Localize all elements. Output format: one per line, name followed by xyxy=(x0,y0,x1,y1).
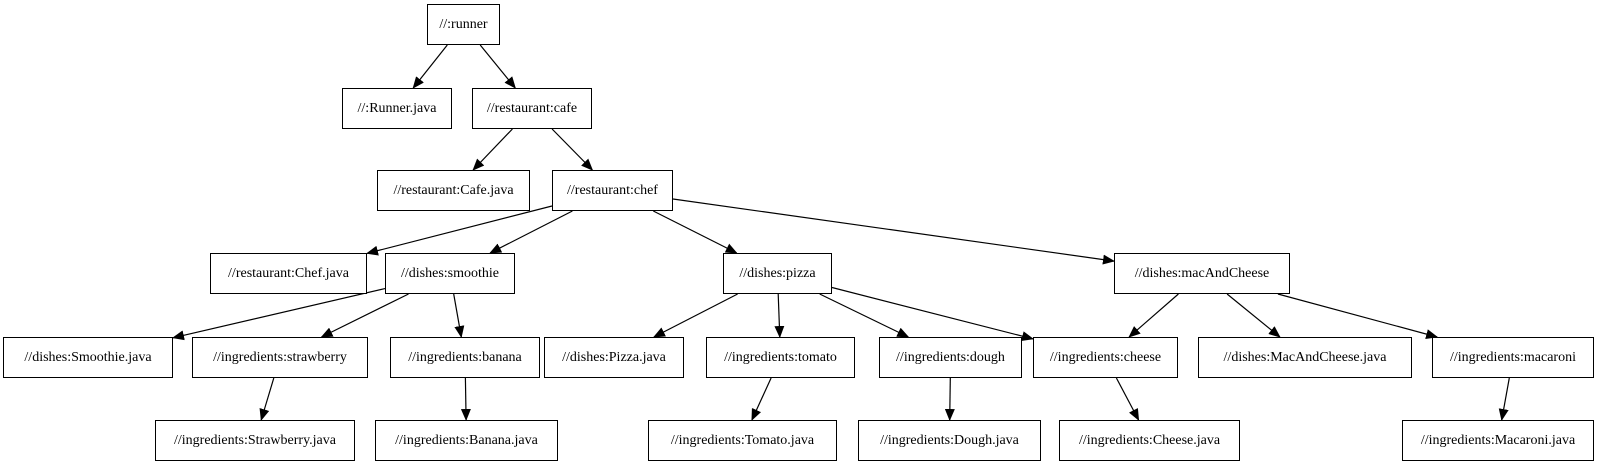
graph-node-dough: //ingredients:dough xyxy=(879,337,1022,378)
graph-node-mac_and_cheese: //dishes:macAndCheese xyxy=(1114,253,1290,294)
graph-node-macaroni: //ingredients:macaroni xyxy=(1432,337,1594,378)
edge-smoothie-to-strawberry xyxy=(320,293,409,338)
graph-node-smoothie: //dishes:smoothie xyxy=(385,253,515,294)
edge-group xyxy=(172,44,1510,421)
edge-smoothie-to-smoothie_java xyxy=(172,288,386,341)
edge-cheese-to-cheese_java xyxy=(1115,377,1140,421)
edge-smoothie-to-banana xyxy=(453,293,465,338)
graph-node-cheese_java: //ingredients:Cheese.java xyxy=(1059,420,1240,461)
graph-node-smoothie_java: //dishes:Smoothie.java xyxy=(3,337,173,378)
edge-cafe-to-cafe_java xyxy=(472,128,513,171)
edge-banana-to-banana_java xyxy=(460,377,471,421)
edge-runner-to-cafe xyxy=(479,44,516,89)
edge-chef-to-smoothie xyxy=(489,210,573,254)
graph-node-tomato_java: //ingredients:Tomato.java xyxy=(648,420,837,461)
edge-mac_and_cheese-to-macaroni xyxy=(1277,293,1439,339)
edge-pizza-to-cheese xyxy=(831,286,1034,342)
graph-node-tomato: //ingredients:tomato xyxy=(706,337,855,378)
edge-chef-to-chef_java xyxy=(366,205,553,256)
edge-pizza-to-tomato xyxy=(774,293,785,338)
graph-node-dough_java: //ingredients:Dough.java xyxy=(858,420,1041,461)
graph-node-cheese: //ingredients:cheese xyxy=(1033,337,1178,378)
graph-node-strawberry_java: //ingredients:Strawberry.java xyxy=(155,420,355,461)
graph-node-macaroni_java: //ingredients:Macaroni.java xyxy=(1402,420,1594,461)
graph-node-pizza: //dishes:pizza xyxy=(723,253,832,294)
edge-chef-to-pizza xyxy=(653,210,738,254)
edge-strawberry-to-strawberry_java xyxy=(259,377,275,421)
graph-node-pizza_java: //dishes:Pizza.java xyxy=(544,337,684,378)
edge-mac_and_cheese-to-cheese xyxy=(1128,293,1179,338)
graph-node-banana: //ingredients:banana xyxy=(390,337,540,378)
graph-node-chef_java: //restaurant:Chef.java xyxy=(210,253,367,294)
edge-macaroni-to-macaroni_java xyxy=(1498,377,1510,421)
graph-node-cafe: //restaurant:cafe xyxy=(472,88,592,129)
graph-node-chef: //restaurant:chef xyxy=(552,170,673,211)
graph-node-banana_java: //ingredients:Banana.java xyxy=(375,420,558,461)
graph-node-runner: //:runner xyxy=(427,4,500,45)
edge-runner-to-runner_java xyxy=(412,44,448,89)
edge-tomato-to-tomato_java xyxy=(751,377,772,421)
edge-cafe-to-chef xyxy=(551,128,594,171)
graph-node-mac_and_cheese_java: //dishes:MacAndCheese.java xyxy=(1198,337,1412,378)
graph-node-strawberry: //ingredients:strawberry xyxy=(192,337,368,378)
graph-node-runner_java: //:Runner.java xyxy=(342,88,452,129)
edge-pizza-to-pizza_java xyxy=(653,293,738,338)
edge-dough-to-dough_java xyxy=(944,377,955,421)
edge-pizza-to-dough xyxy=(819,293,910,338)
graph-node-cafe_java: //restaurant:Cafe.java xyxy=(377,170,530,211)
edge-mac_and_cheese-to-mac_and_cheese_java xyxy=(1226,293,1281,338)
edge-chef-to-mac_and_cheese xyxy=(672,198,1115,265)
